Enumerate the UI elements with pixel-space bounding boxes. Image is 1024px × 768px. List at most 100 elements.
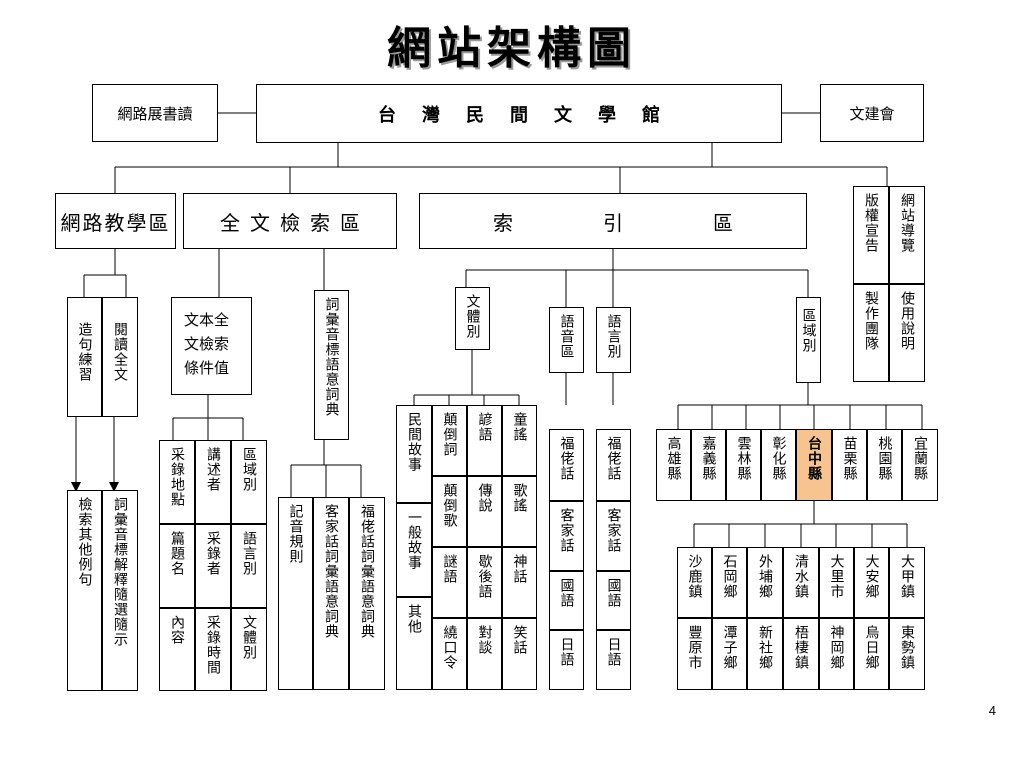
cond-cell-label: 采錄時間 bbox=[205, 615, 221, 675]
cond-cell-label: 內容 bbox=[169, 615, 185, 645]
ministry-label: 文建會 bbox=[849, 104, 895, 123]
usage-label: 使用說明 bbox=[899, 291, 915, 351]
cond-cell: 語言別 bbox=[231, 524, 267, 608]
town-item: 大安鄉 bbox=[854, 547, 889, 618]
town-item: 清水鎮 bbox=[783, 547, 819, 618]
main-library-label: 台灣民間文學館 bbox=[378, 104, 686, 126]
town-label: 清水鎮 bbox=[793, 554, 809, 599]
town-label: 神岡鄉 bbox=[828, 625, 845, 670]
voice-item-label: 國語 bbox=[558, 578, 575, 608]
dict-item: 客家話詞彙語意詞典 bbox=[313, 497, 349, 690]
search-conditions-box: 文本全文檢索條件值 bbox=[171, 297, 252, 395]
lang-item: 福佬話 bbox=[596, 429, 631, 501]
voice-item: 國語 bbox=[549, 571, 584, 630]
search-conditions-label: 文本全文檢索條件值 bbox=[184, 311, 230, 377]
cond-cell: 講述者 bbox=[195, 440, 231, 524]
cond-cell: 文體別 bbox=[231, 608, 267, 691]
lang-item-label: 客家話 bbox=[605, 508, 622, 553]
cond-cell-label: 采錄者 bbox=[205, 531, 221, 576]
dict-item: 記音規則 bbox=[278, 497, 313, 690]
teaching-area-label: 網路教學區 bbox=[60, 210, 171, 235]
town-label: 東勢鎮 bbox=[899, 625, 915, 670]
cond-cell: 篇題名 bbox=[159, 524, 195, 608]
read-fulltext-box: 閱讀全文 bbox=[102, 297, 138, 417]
county-label: 彰化縣 bbox=[770, 436, 787, 481]
sentence-practice-box: 造句練習 bbox=[67, 297, 102, 417]
county-label: 高雄縣 bbox=[665, 436, 682, 481]
town-item: 烏日鄉 bbox=[854, 618, 889, 690]
voice-label: 語音區 bbox=[558, 314, 575, 359]
voice-box: 語音區 bbox=[549, 307, 584, 373]
town-label: 大里市 bbox=[828, 554, 845, 599]
genre-item-label: 其他 bbox=[406, 604, 422, 634]
town-item: 梧棲鎮 bbox=[783, 618, 819, 690]
voice-item-label: 日語 bbox=[558, 637, 575, 667]
genre-item: 一般故事 bbox=[396, 503, 432, 597]
county-label: 嘉義縣 bbox=[700, 436, 717, 481]
town-item: 大里市 bbox=[819, 547, 854, 618]
town-item: 沙鹿鎮 bbox=[677, 547, 712, 618]
town-item: 神岡鄉 bbox=[819, 618, 854, 690]
team-label: 製作團隊 bbox=[863, 291, 879, 351]
genre-item-label: 傳說 bbox=[476, 483, 493, 513]
town-item: 潭子鄉 bbox=[712, 618, 747, 690]
genre-item: 其他 bbox=[396, 597, 432, 690]
dictionary-box: 詞彙音標語意詞典 bbox=[314, 290, 349, 440]
read-fulltext-label: 閱讀全文 bbox=[112, 322, 128, 382]
teaching-area-box: 網路教學區 bbox=[55, 193, 176, 249]
cond-cell-label: 采錄地點 bbox=[169, 447, 185, 507]
town-label: 烏日鄉 bbox=[863, 625, 880, 670]
guide-label: 網站導覽 bbox=[899, 193, 915, 253]
copyright-box: 版權宣告 bbox=[853, 186, 889, 284]
town-item: 大甲鎮 bbox=[889, 547, 925, 618]
town-label: 大甲鎮 bbox=[899, 554, 915, 599]
dictionary-label: 詞彙音標語意詞典 bbox=[323, 297, 340, 417]
town-label: 沙鹿鎮 bbox=[686, 554, 703, 599]
county-label: 台中縣 bbox=[806, 436, 822, 481]
page-title: 網站架構圖 bbox=[387, 23, 637, 74]
genre-item: 笑話 bbox=[502, 618, 537, 690]
genre-item: 傳說 bbox=[467, 476, 502, 547]
genre-item: 繞口令 bbox=[432, 618, 467, 690]
voice-item: 日語 bbox=[549, 630, 584, 690]
county-item: 彰化縣 bbox=[761, 429, 796, 501]
genre-item: 諺語 bbox=[467, 405, 502, 476]
search-examples-box: 檢索其他例句 bbox=[67, 490, 102, 691]
language-label: 語言別 bbox=[605, 314, 622, 359]
dict-item-label: 福佬話詞彙語意詞典 bbox=[359, 504, 375, 639]
genre-item: 童謠 bbox=[502, 405, 537, 476]
genre-label: 文體別 bbox=[464, 294, 481, 339]
ministry-box: 文建會 bbox=[820, 84, 924, 142]
page-number: 4 bbox=[988, 703, 996, 718]
town-item: 新社鄉 bbox=[747, 618, 783, 690]
lang-item-label: 日語 bbox=[605, 637, 622, 667]
genre-item: 顛倒詞 bbox=[432, 405, 467, 476]
genre-item-label: 謎語 bbox=[441, 554, 458, 584]
language-box: 語言別 bbox=[596, 307, 631, 373]
dict-item-label: 客家話詞彙語意詞典 bbox=[323, 504, 339, 639]
town-item: 東勢鎮 bbox=[889, 618, 925, 690]
genre-item-label: 顛倒歌 bbox=[441, 483, 458, 528]
usage-box: 使用說明 bbox=[889, 284, 925, 382]
county-label: 桃園縣 bbox=[876, 436, 893, 481]
genre-item-label: 諺語 bbox=[476, 412, 493, 442]
cond-cell: 區域別 bbox=[231, 440, 267, 524]
genre-item-label: 顛倒詞 bbox=[441, 412, 458, 457]
cond-cell: 采錄時間 bbox=[195, 608, 231, 691]
guide-box: 網站導覽 bbox=[889, 186, 925, 284]
team-box: 製作團隊 bbox=[853, 284, 889, 382]
lang-item: 日語 bbox=[596, 630, 631, 690]
fulltext-area-label: 全文檢索區 bbox=[220, 210, 370, 235]
genre-item-label: 歌謠 bbox=[511, 483, 528, 513]
county-label: 宜蘭縣 bbox=[912, 436, 928, 481]
genre-item-label: 童謠 bbox=[511, 412, 528, 442]
genre-item: 對談 bbox=[467, 618, 502, 690]
region-label: 區域別 bbox=[800, 308, 817, 353]
lang-item-label: 國語 bbox=[605, 578, 622, 608]
town-label: 新社鄉 bbox=[757, 625, 773, 670]
genre-item-label: 神話 bbox=[511, 554, 528, 584]
town-label: 大安鄉 bbox=[863, 554, 880, 599]
search-examples-label: 檢索其他例句 bbox=[76, 497, 93, 587]
voice-item-label: 福佬話 bbox=[558, 436, 575, 481]
